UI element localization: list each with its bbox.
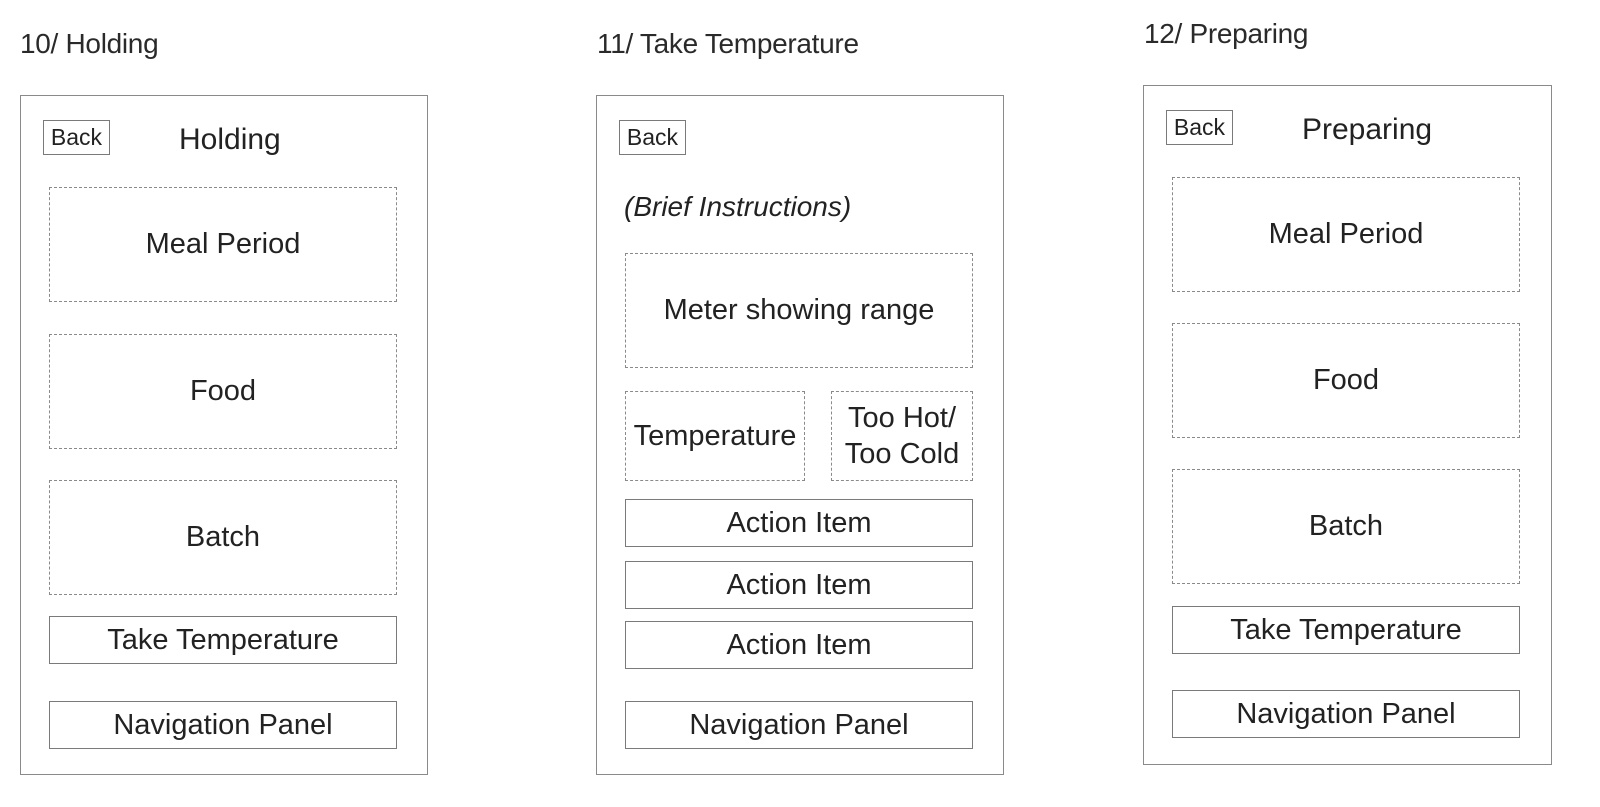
take-temperature-button[interactable]: Take Temperature	[1172, 606, 1520, 654]
phone-frame-take-temperature: Back (Brief Instructions) Meter showing …	[596, 95, 1004, 775]
action-item-button[interactable]: Action Item	[625, 499, 973, 547]
brief-instructions: (Brief Instructions)	[624, 191, 852, 222]
batch-section[interactable]: Batch	[49, 480, 397, 595]
navigation-panel[interactable]: Navigation Panel	[49, 701, 397, 749]
back-button[interactable]: Back	[43, 120, 110, 155]
take-temperature-button[interactable]: Take Temperature	[49, 616, 397, 664]
batch-section[interactable]: Batch	[1172, 469, 1520, 584]
screen-caption-holding: 10/ Holding	[20, 28, 159, 59]
temperature-range-meter: Meter showing range	[625, 253, 973, 368]
meal-period-section[interactable]: Meal Period	[1172, 177, 1520, 292]
action-item-button[interactable]: Action Item	[625, 561, 973, 609]
food-section[interactable]: Food	[49, 334, 397, 449]
screen-caption-preparing: 12/ Preparing	[1144, 18, 1309, 49]
screen-title: Preparing	[1302, 113, 1433, 146]
screen-title: Holding	[179, 123, 281, 156]
phone-frame-holding: Back Holding Meal Period Food Batch Take…	[20, 95, 428, 775]
action-item-button[interactable]: Action Item	[625, 621, 973, 669]
temperature-status: Too Hot/ Too Cold	[831, 391, 973, 481]
temperature-readout: Temperature	[625, 391, 805, 481]
back-button[interactable]: Back	[1166, 110, 1233, 145]
food-section[interactable]: Food	[1172, 323, 1520, 438]
navigation-panel[interactable]: Navigation Panel	[1172, 690, 1520, 738]
phone-frame-preparing: Back Preparing Meal Period Food Batch Ta…	[1143, 85, 1552, 765]
navigation-panel[interactable]: Navigation Panel	[625, 701, 973, 749]
meal-period-section[interactable]: Meal Period	[49, 187, 397, 302]
back-button[interactable]: Back	[619, 120, 686, 155]
screen-caption-take-temperature: 11/ Take Temperature	[597, 28, 859, 59]
